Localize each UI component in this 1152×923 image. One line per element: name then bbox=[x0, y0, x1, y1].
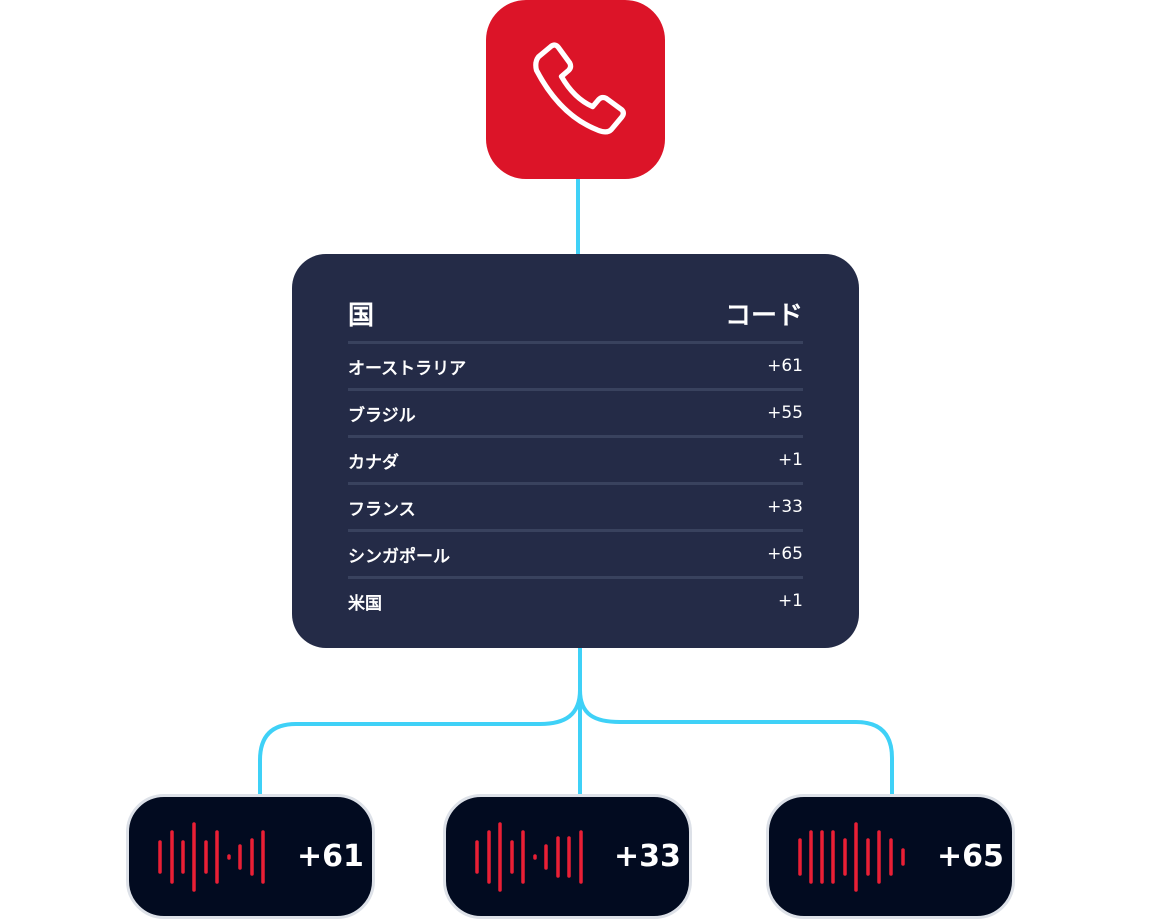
table-row: 米国 +1 bbox=[348, 579, 803, 623]
header-code: コード bbox=[724, 301, 803, 331]
waveform-icon bbox=[475, 821, 583, 892]
country-name: 米国 bbox=[348, 593, 382, 614]
call-code: +65 bbox=[937, 839, 1004, 874]
country-code: +1 bbox=[777, 450, 803, 470]
table-row: カナダ +1 bbox=[348, 438, 803, 485]
country-name: フランス bbox=[348, 499, 416, 520]
country-name: カナダ bbox=[348, 452, 399, 473]
waveform-icon bbox=[798, 821, 905, 892]
call-code: +33 bbox=[614, 839, 681, 874]
phone-icon bbox=[532, 41, 626, 134]
country-code: +55 bbox=[767, 403, 803, 423]
table-row: オーストラリア +61 bbox=[348, 344, 803, 391]
table-row: ブラジル +55 bbox=[348, 391, 803, 438]
table-row: シンガポール +65 bbox=[348, 532, 803, 579]
country-code-table: 国 コード オーストラリア +61 ブラジル +55 カナダ +1 フランス +… bbox=[292, 254, 859, 648]
call-pill-65: +65 bbox=[766, 794, 1015, 919]
country-code: +33 bbox=[767, 497, 803, 517]
phone-tile bbox=[486, 0, 665, 179]
header-country: 国 bbox=[348, 301, 375, 331]
call-pill-33: +33 bbox=[443, 794, 692, 919]
table-row: フランス +33 bbox=[348, 485, 803, 532]
table-header: 国 コード bbox=[348, 294, 803, 344]
country-name: シンガポール bbox=[348, 546, 450, 567]
country-name: ブラジル bbox=[348, 405, 416, 426]
country-code: +1 bbox=[777, 591, 803, 611]
call-code: +61 bbox=[297, 839, 364, 874]
waveform-icon bbox=[158, 821, 265, 892]
country-code: +65 bbox=[767, 544, 803, 564]
country-code: +61 bbox=[767, 356, 803, 376]
country-name: オーストラリア bbox=[348, 358, 467, 379]
call-pill-61: +61 bbox=[126, 794, 375, 919]
